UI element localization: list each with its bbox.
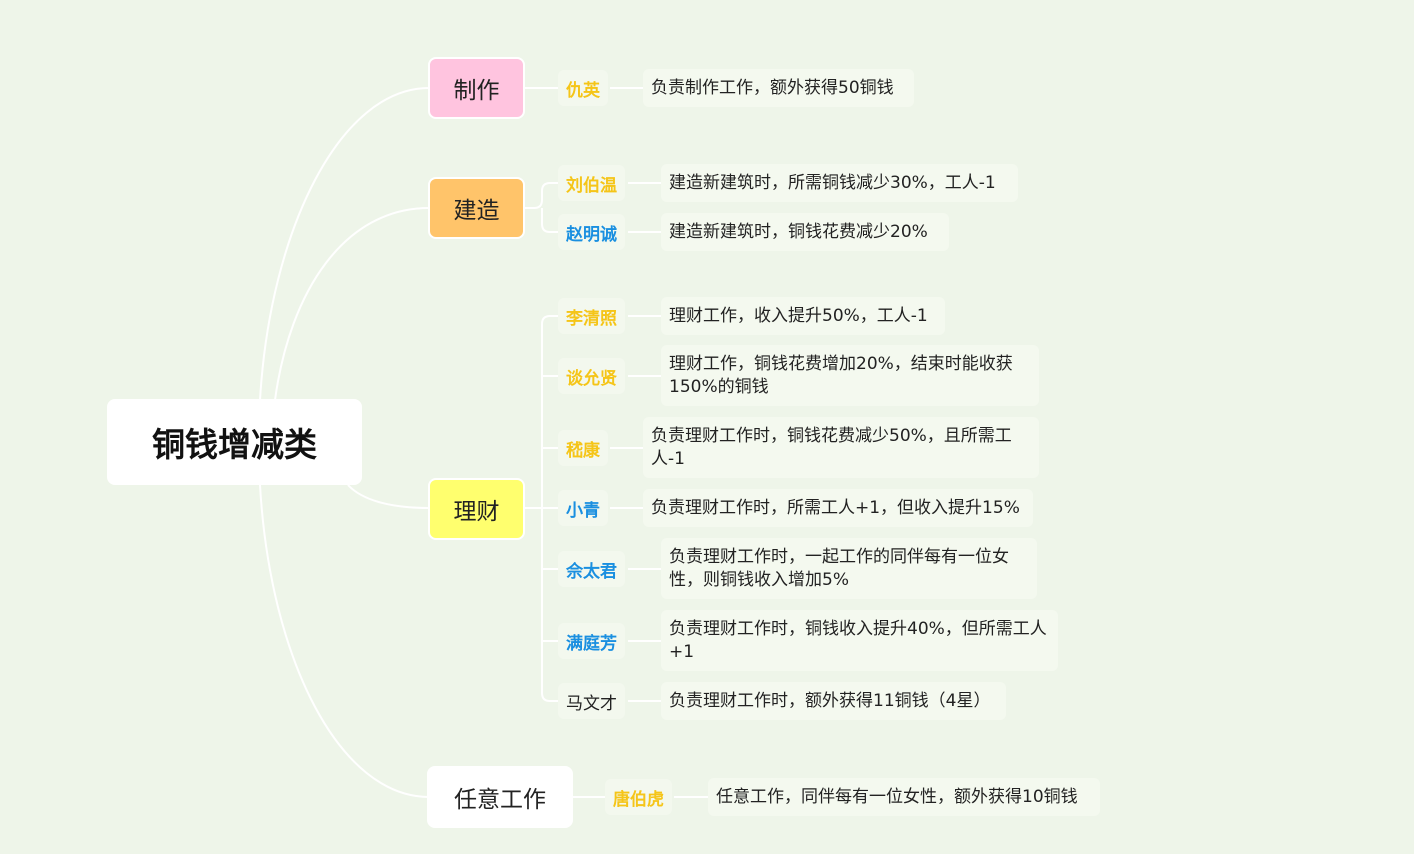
desc-shetaijun: 负责理财工作时，一起工作的同伴每有一位女性，则铜钱收入增加5% xyxy=(661,538,1037,599)
person-liqingzhao[interactable]: 李清照 xyxy=(558,298,625,334)
desc-mawencai: 负责理财工作时，额外获得11铜钱（4星） xyxy=(661,682,1006,720)
person-jikang[interactable]: 嵇康 xyxy=(558,430,608,466)
desc-liubowen: 建造新建筑时，所需铜钱减少30%，工人-1 xyxy=(661,164,1018,202)
person-shetaijun[interactable]: 佘太君 xyxy=(558,551,625,587)
person-zhaomingcheng[interactable]: 赵明诚 xyxy=(558,214,625,250)
desc-xiaoqing: 负责理财工作时，所需工人+1，但收入提升15% xyxy=(643,489,1033,527)
root-node[interactable]: 铜钱增减类 xyxy=(107,399,362,485)
link-licai-branch xyxy=(524,315,558,702)
person-tanyunxian[interactable]: 谈允贤 xyxy=(558,358,625,394)
desc-liqingzhao: 理财工作，收入提升50%，工人-1 xyxy=(661,297,945,335)
link-jianzao-branch xyxy=(524,182,558,233)
person-tangbohu[interactable]: 唐伯虎 xyxy=(605,779,672,815)
category-licai[interactable]: 理财 xyxy=(428,478,525,540)
link-root-zhizuo xyxy=(259,87,430,401)
person-qiuying[interactable]: 仇英 xyxy=(558,70,608,106)
desc-tanyunxian: 理财工作，铜钱花费增加20%，结束时能收获150%的铜钱 xyxy=(661,345,1039,406)
category-renyi[interactable]: 任意工作 xyxy=(427,766,573,828)
category-zhizuo[interactable]: 制作 xyxy=(428,57,525,119)
person-liubowen[interactable]: 刘伯温 xyxy=(558,165,625,201)
desc-qiuying: 负责制作工作，额外获得50铜钱 xyxy=(643,69,914,107)
link-root-jianzao xyxy=(274,207,430,401)
desc-jikang: 负责理财工作时，铜钱花费减少50%，且所需工人-1 xyxy=(643,417,1039,478)
person-mawencai[interactable]: 马文才 xyxy=(558,683,625,719)
person-xiaoqing[interactable]: 小青 xyxy=(558,490,608,526)
link-root-licai xyxy=(347,484,430,509)
desc-mantingfang: 负责理财工作时，铜钱收入提升40%，但所需工人+1 xyxy=(661,610,1058,671)
category-jianzao[interactable]: 建造 xyxy=(428,177,525,239)
person-mantingfang[interactable]: 满庭芳 xyxy=(558,623,625,659)
desc-zhaomingcheng: 建造新建筑时，铜钱花费减少20% xyxy=(661,213,949,251)
desc-tangbohu: 任意工作，同伴每有一位女性，额外获得10铜钱 xyxy=(708,778,1100,816)
link-root-renyi xyxy=(259,484,430,798)
